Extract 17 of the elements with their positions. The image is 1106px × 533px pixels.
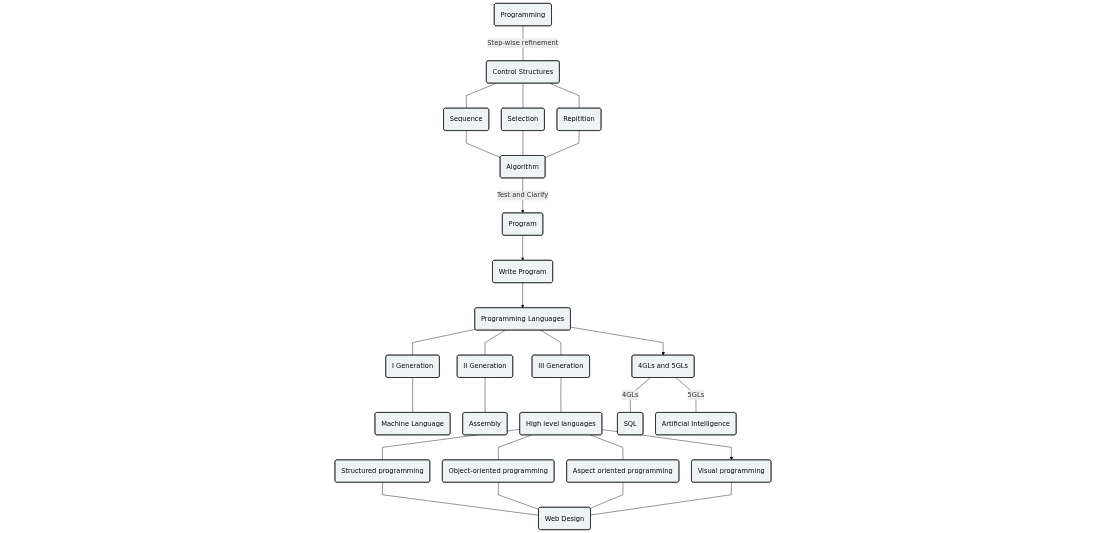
connector — [412, 329, 476, 356]
connector — [545, 130, 580, 158]
connector — [522, 83, 524, 109]
connector — [382, 429, 521, 461]
connector — [590, 434, 624, 461]
connector — [590, 482, 624, 509]
connector — [522, 130, 524, 156]
connector — [540, 330, 562, 356]
connector — [498, 482, 539, 510]
connector — [484, 377, 486, 413]
connector — [590, 482, 732, 516]
connector — [498, 434, 532, 461]
connector — [412, 377, 413, 413]
connector — [466, 130, 501, 158]
connector — [382, 482, 539, 516]
connector — [484, 330, 506, 356]
connector — [560, 377, 562, 413]
